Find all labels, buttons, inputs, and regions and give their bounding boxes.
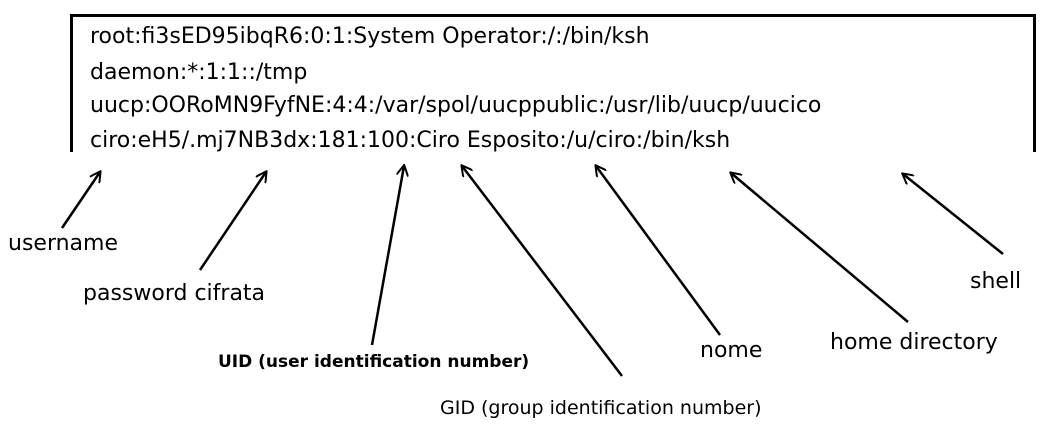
arrow-shell: [903, 174, 1004, 255]
arrow-password: [198, 172, 266, 271]
arrow-nome: [596, 166, 722, 336]
label-uid: UID (user identification number): [218, 352, 530, 372]
passwd-line-root: root:fi3sED95ibqR6:0:1:System Operator:/…: [90, 24, 650, 49]
label-password-cifrata: password cifrata: [83, 281, 266, 306]
label-username: username: [8, 231, 118, 256]
frame-right-border: [1033, 14, 1036, 152]
label-shell: shell: [970, 269, 1022, 294]
arrow-home: [731, 173, 909, 323]
passwd-line-daemon: daemon:*:1:1::/tmp: [90, 60, 308, 85]
passwd-file-frame: [70, 14, 1036, 152]
label-gid: GID (group identification number): [440, 397, 762, 419]
label-nome: nome: [700, 338, 763, 363]
frame-left-border: [70, 14, 73, 152]
arrow-username: [60, 172, 100, 229]
arrow-uid: [370, 166, 404, 346]
frame-top-border: [70, 14, 1036, 17]
passwd-line-ciro: ciro:eH5/.mj7NB3dx:181:100:Ciro Esposito…: [90, 128, 731, 153]
arrow-gid: [462, 166, 623, 377]
label-home-directory: home directory: [830, 330, 998, 355]
passwd-line-uucp: uucp:OORoMN9FyfNE:4:4:/var/spol/uucppubl…: [90, 93, 822, 118]
